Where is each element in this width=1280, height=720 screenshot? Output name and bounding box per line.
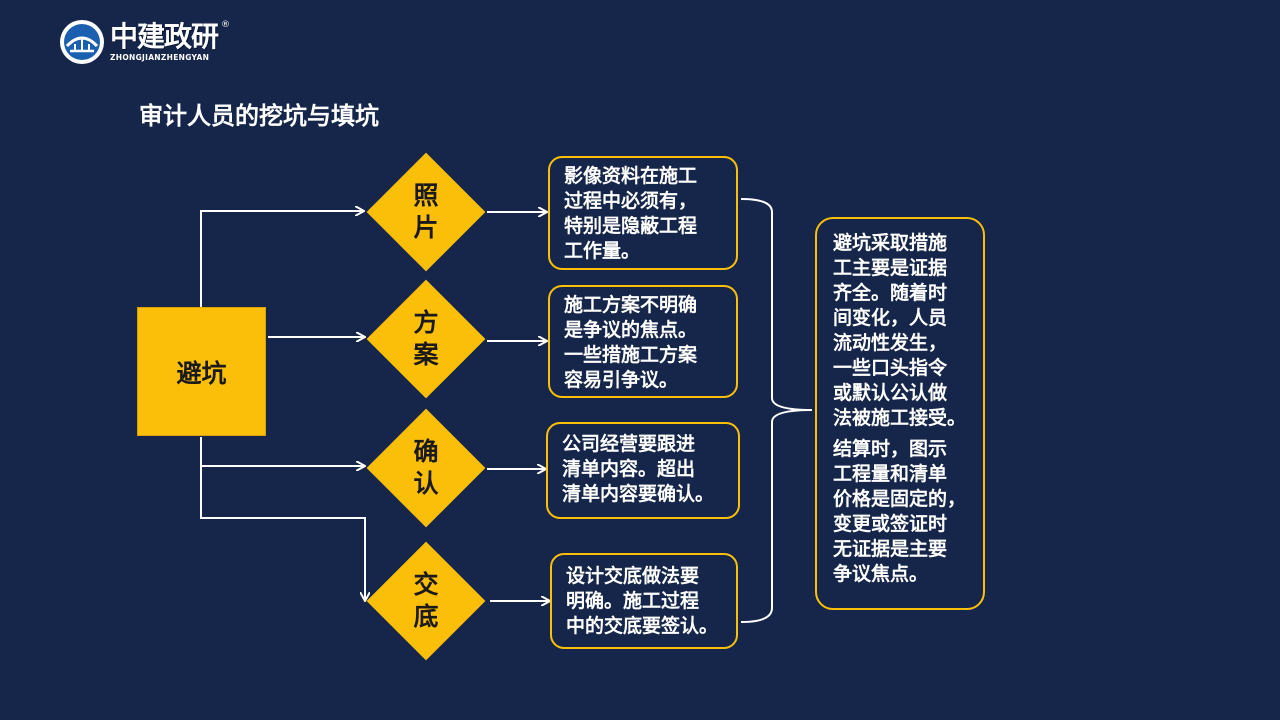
diamond-plan: 方案 (365, 278, 487, 400)
summary-line: 一些口头指令 (833, 357, 948, 379)
registered-mark: ® (221, 20, 230, 30)
logo-name: 中建政研 (110, 20, 219, 53)
note-line: 一些措施工方案 (564, 344, 698, 366)
note-box-confirm: 公司经营要跟进 清单内容。超出 清单内容要确认。 (546, 422, 740, 519)
summary-line: 流动性发生， (833, 332, 948, 354)
note-line: 工作量。 (564, 240, 641, 262)
diamond-handover: 交底 (365, 540, 487, 662)
note-line: 公司经营要跟进 (562, 433, 696, 455)
summary-line: 工主要是证据 (833, 257, 948, 279)
diamond-label: 片 (413, 213, 439, 242)
note-box-photo: 影像资料在施工 过程中必须有， 特别是隐蔽工程 工作量。 (548, 156, 738, 270)
note-box-plan: 施工方案不明确 是争议的焦点。 一些措施工方案 容易引争议。 (548, 285, 738, 398)
diamond-label: 案 (413, 340, 439, 369)
note-line: 影像资料在施工 (564, 165, 698, 187)
note-line: 施工方案不明确 (564, 294, 698, 316)
summary-line: 争议焦点。 (833, 563, 929, 585)
note-line: 设计交底做法要 (566, 565, 700, 587)
note-line: 中的交底要签认。 (566, 615, 719, 637)
connector-to-photo (200, 211, 363, 307)
summary-line: 工程量和清单 (833, 463, 948, 485)
summary-box: 避坑采取措施 工主要是证据 齐全。随着时 间变化，人员 流动性发生， 一些口头指… (815, 217, 985, 610)
logo-emblem-icon (60, 20, 104, 64)
logo-subtitle: ZHONGJIANZHENGYAN (110, 53, 210, 62)
summary-line: 价格是固定的， (833, 488, 967, 510)
summary-line: 无证据是主要 (833, 538, 948, 560)
diamond-label: 认 (413, 469, 439, 498)
brace (740, 198, 813, 623)
note-line: 清单内容要确认。 (562, 483, 715, 505)
note-line: 清单内容。超出 (562, 458, 696, 480)
connector-to-handover (200, 466, 365, 600)
diamond-photo: 照片 (365, 151, 487, 273)
summary-line: 法被施工接受。 (833, 407, 967, 429)
summary-line: 避坑采取措施 (833, 232, 948, 254)
diamond-label: 底 (413, 602, 439, 631)
source-node: 避坑 (137, 307, 266, 436)
summary-line: 齐全。随着时 (833, 282, 948, 304)
summary-line: 结算时，图示 (833, 438, 948, 460)
diamond-label: 确 (413, 437, 439, 466)
note-line: 容易引争议。 (564, 369, 679, 391)
summary-line: 间变化，人员 (833, 307, 948, 329)
diamond-confirm: 确认 (365, 407, 487, 529)
note-box-handover: 设计交底做法要 明确。施工过程 中的交底要签认。 (550, 553, 738, 649)
note-line: 过程中必须有， (564, 190, 698, 212)
diamond-label: 方 (413, 308, 439, 337)
diamond-label: 交 (413, 570, 439, 599)
summary-line: 变更或签证时 (833, 513, 948, 535)
summary-line: 或默认公认做 (833, 382, 948, 404)
connector-to-confirm (200, 437, 364, 466)
note-line: 是争议的焦点。 (564, 319, 698, 341)
note-line: 明确。施工过程 (566, 590, 700, 612)
brand-logo: 中建政研 ZHONGJIANZHENGYAN ® (60, 20, 235, 66)
page-title: 审计人员的挖坑与填坑 (139, 102, 379, 130)
diamond-label: 照 (413, 181, 439, 210)
note-line: 特别是隐蔽工程 (564, 215, 698, 237)
